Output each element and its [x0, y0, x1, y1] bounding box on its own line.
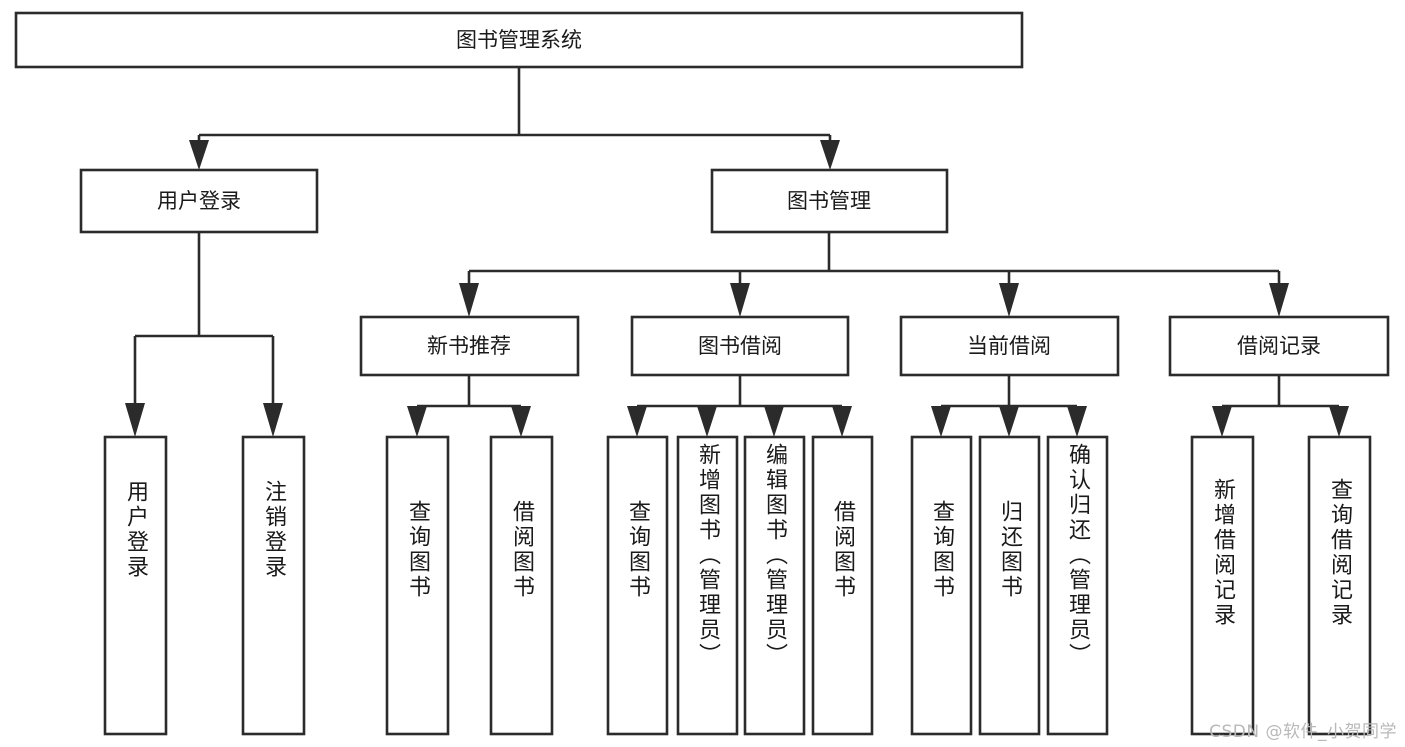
leaf-box-bb-2[interactable] [676, 435, 739, 736]
arrow-nbr-leaf-2 [511, 406, 531, 437]
arrow-to-current-borrow [999, 283, 1019, 317]
edges-current-borrow-to-leaves [931, 375, 1087, 437]
leaf-box-nbr-2[interactable] [489, 435, 554, 736]
borrow-record-box[interactable] [1168, 315, 1390, 377]
node-current-borrow[interactable]: 当前借阅 [899, 315, 1120, 377]
edges-borrow-record-to-leaves [1212, 375, 1349, 437]
arrow-br-leaf-2 [1329, 406, 1349, 437]
arrow-cb-leaf-3 [1067, 406, 1087, 437]
watermark-text: CSDN @软件_小贺同学 [1209, 722, 1397, 742]
new-book-recommend-label: 新书推荐 [427, 334, 511, 358]
arrow-bb-leaf-1 [627, 406, 647, 437]
arrow-user-login-leaf-1 [125, 403, 145, 437]
node-book-manage[interactable]: 图书管理 [710, 168, 949, 234]
leaf-box-bb-1[interactable] [606, 435, 669, 736]
leaf-box-cb-3[interactable] [1046, 435, 1109, 736]
arrow-to-book-manage [820, 140, 840, 170]
leaf-box-br-1[interactable] [1190, 435, 1255, 736]
node-root[interactable]: 图书管理系统 [14, 11, 1024, 69]
node-new-book-recommend[interactable]: 新书推荐 [359, 315, 580, 377]
arrow-cb-leaf-2 [999, 406, 1019, 437]
node-user-login[interactable]: 用户登录 [79, 168, 319, 234]
node-borrow-record[interactable]: 借阅记录 [1168, 315, 1390, 377]
leaf-box-br-2[interactable] [1307, 435, 1372, 736]
leaf-box-user-login-2[interactable] [241, 435, 306, 736]
leaf-box-bb-3[interactable] [743, 435, 806, 736]
arrow-user-login-leaf-2 [263, 403, 283, 437]
leaf-box-bb-4[interactable] [811, 435, 874, 736]
arrow-bb-leaf-2 [697, 406, 717, 437]
arrow-to-borrow-record [1269, 283, 1289, 317]
node-book-borrow[interactable]: 图书借阅 [630, 315, 850, 377]
arrow-nbr-leaf-1 [407, 406, 427, 437]
new-book-recommend-box[interactable] [359, 315, 580, 377]
user-login-label: 用户登录 [157, 189, 241, 213]
leaf-box-user-login-1[interactable] [103, 435, 168, 736]
leaf-box-cb-2[interactable] [978, 435, 1041, 736]
leaf-box-nbr-1[interactable] [385, 435, 450, 736]
edges-new-book-recommend-to-leaves [407, 375, 531, 437]
arrow-to-user-login [189, 140, 209, 170]
arrow-bb-leaf-3 [764, 406, 784, 437]
root-box[interactable] [14, 11, 1024, 69]
current-borrow-box[interactable] [899, 315, 1120, 377]
edges-user-login-to-leaves [125, 232, 283, 437]
book-manage-box[interactable] [710, 168, 949, 234]
root-label: 图书管理系统 [456, 28, 582, 52]
leaf-box-cb-1[interactable] [910, 435, 973, 736]
book-borrow-label: 图书借阅 [698, 334, 782, 358]
edges-root-to-level2 [189, 67, 840, 170]
arrow-bb-leaf-4 [832, 406, 852, 437]
arrow-to-new-book-recommend [459, 283, 479, 317]
arrow-br-leaf-1 [1212, 406, 1232, 437]
borrow-record-label: 借阅记录 [1237, 334, 1321, 358]
arrow-cb-leaf-1 [931, 406, 951, 437]
current-borrow-label: 当前借阅 [967, 334, 1051, 358]
arrow-to-book-borrow [730, 283, 750, 317]
book-manage-label: 图书管理 [787, 189, 871, 213]
book-borrow-box[interactable] [630, 315, 850, 377]
edges-book-borrow-to-leaves [627, 375, 852, 437]
edges-book-manage-to-level3 [459, 232, 1289, 317]
